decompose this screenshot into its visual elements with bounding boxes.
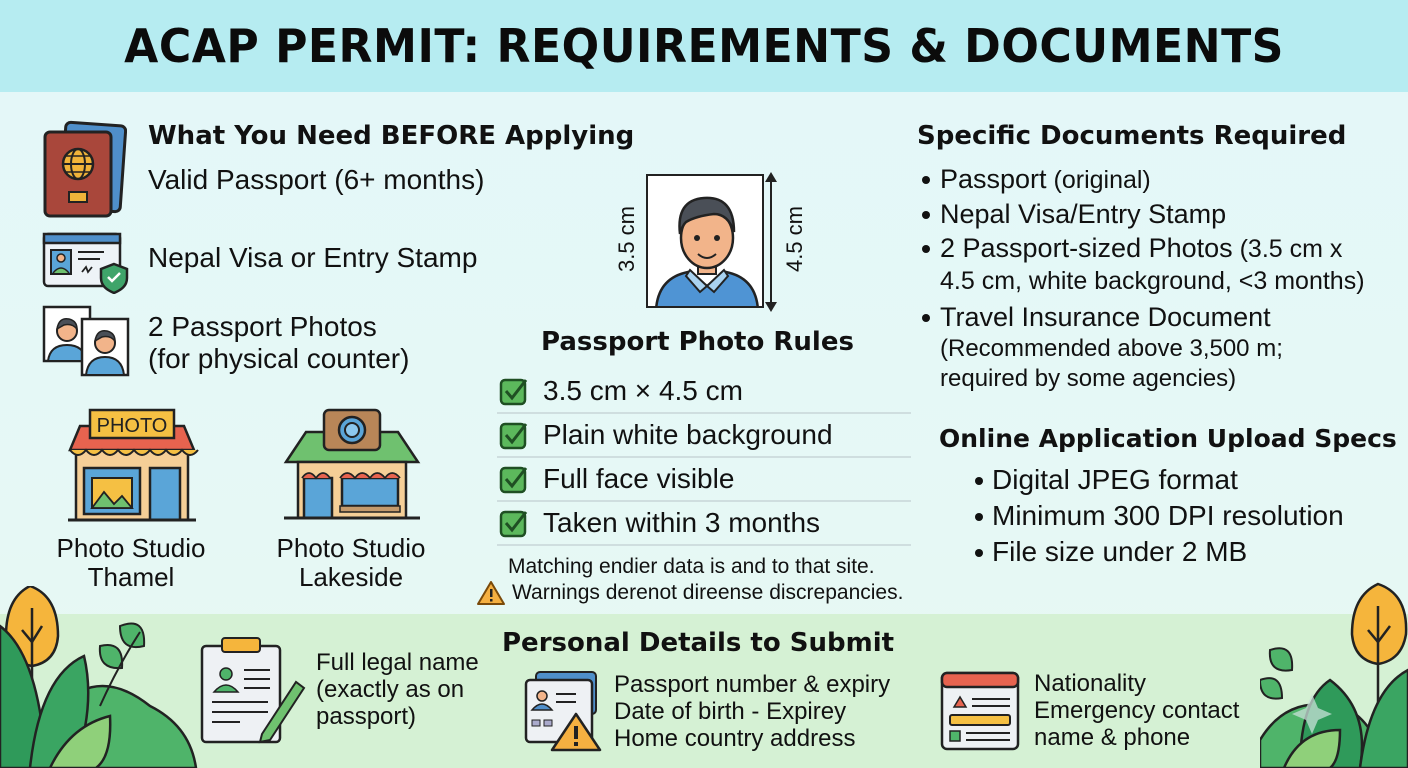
detail-line: name & phone xyxy=(1034,724,1191,751)
rule-row: Plain white background xyxy=(497,414,911,458)
spec-item: Minimum 300 DPI resolution xyxy=(972,498,1344,534)
document-item: Travel Insurance Document (Recommended ab… xyxy=(918,300,1398,394)
warning-triangle-icon xyxy=(477,581,505,605)
need-item-photos-line1: 2 Passport Photos xyxy=(148,311,377,342)
id-card-warning-icon xyxy=(524,671,602,752)
detail-line: (exactly as on xyxy=(316,675,465,703)
upload-specs-list: Digital JPEG format Minimum 300 DPI reso… xyxy=(972,462,1344,570)
photo-warning-note: Matching endier data is and to that site… xyxy=(476,554,946,606)
detail-line: Date of birth - Expirey xyxy=(614,697,847,725)
clipboard-pen-icon xyxy=(200,637,306,744)
rule-text: Taken within 3 months xyxy=(543,507,821,538)
spec-item: File size under 2 MB xyxy=(972,534,1344,570)
need-item-photos-line2: (for physical counter) xyxy=(148,343,410,374)
need-item-visa-label: Nepal Visa or Entry Stamp xyxy=(148,242,478,273)
document-item: Nepal Visa/Entry Stamp xyxy=(918,197,1398,231)
document-name: Passport xyxy=(940,164,1047,194)
person-avatar-icon xyxy=(655,196,759,306)
detail-line: Passport number & expiry xyxy=(614,670,891,698)
studio-lakeside-line2: Lakeside xyxy=(298,562,404,592)
detail-line: Home country address xyxy=(614,724,856,752)
photo-rules-list: 3.5 cm × 4.5 cm Plain white background F… xyxy=(497,370,911,546)
svg-text:PHOTO: PHOTO xyxy=(97,415,168,437)
checkbox-checked-icon xyxy=(499,510,528,538)
document-item: Passport (original) xyxy=(918,162,1398,197)
camera-shop-icon xyxy=(283,408,421,520)
spec-item: Digital JPEG format xyxy=(972,462,1344,498)
detail-line: Nationality xyxy=(1034,670,1147,697)
document-item: 2 Passport-sized Photos (3.5 cm x 4.5 cm,… xyxy=(918,231,1398,296)
rule-row: Full face visible xyxy=(497,458,911,502)
document-name: Nepal Visa/Entry Stamp xyxy=(940,199,1227,229)
photo-rules-heading: Passport Photo Rules xyxy=(541,327,854,357)
document-name: 2 Passport-sized Photos xyxy=(940,233,1233,263)
personal-details-group-3: Nationality Emergency contact name & pho… xyxy=(940,670,1239,751)
document-note: (3.5 cm x xyxy=(1232,235,1343,263)
photo-width-label: 3.5 cm xyxy=(614,205,640,273)
studio-lakeside-line1: Photo Studio xyxy=(276,533,426,563)
studio-thamel-label: Photo Studio Thamel xyxy=(31,534,231,592)
document-name: Travel Insurance Document xyxy=(940,302,1271,332)
detail-line: passport) xyxy=(316,702,417,730)
documents-heading: Specific Documents Required xyxy=(917,121,1347,151)
visa-card-icon xyxy=(42,232,129,294)
right-foliage-illustration xyxy=(1260,582,1408,768)
group-1-text: Full legal name (exactly as on passport) xyxy=(316,649,479,730)
group-2-text: Passport number & expiry Date of birth -… xyxy=(614,671,890,752)
warning-note-line1: Matching endier data is and to that site… xyxy=(508,555,875,578)
left-foliage-illustration xyxy=(0,586,198,768)
studio-thamel-line1: Photo Studio xyxy=(56,533,206,563)
document-note: (original) xyxy=(1046,166,1151,194)
checkbox-checked-icon xyxy=(499,378,528,406)
personal-details-group-1: Full legal name (exactly as on passport) xyxy=(200,634,479,744)
need-item-passport-label: Valid Passport (6+ months) xyxy=(148,164,485,195)
detail-line: Emergency contact xyxy=(1034,697,1240,724)
before-applying-heading: What You Need BEFORE Applying xyxy=(148,121,635,151)
rule-row: 3.5 cm × 4.5 cm xyxy=(497,370,911,414)
need-item-photos xyxy=(42,305,132,377)
group-3-text: Nationality Emergency contact name & pho… xyxy=(1034,670,1239,751)
need-item-passport xyxy=(43,120,127,218)
documents-list: Passport (original) Nepal Visa/Entry Sta… xyxy=(918,162,1398,394)
rule-text: Full face visible xyxy=(543,463,735,494)
photo-shop-icon: PHOTO xyxy=(68,408,199,522)
page-title: ACAP PERMIT: REQUIREMENTS & DOCUMENTS xyxy=(124,19,1284,73)
studio-thamel-line2: Thamel xyxy=(87,562,175,592)
checkbox-checked-icon xyxy=(499,466,528,494)
warning-note-line2: Warnings derenot direense discrepancies. xyxy=(512,581,904,604)
personal-details-group-2: Passport number & expiry Date of birth -… xyxy=(524,670,890,752)
need-item-visa xyxy=(42,232,132,294)
document-note-cont: required by some agencies) xyxy=(940,365,1237,392)
studio-lakeside-label: Photo Studio Lakeside xyxy=(251,534,451,592)
document-note-cont: 4.5 cm, white background, <3 months) xyxy=(940,267,1365,295)
passport-icon xyxy=(43,120,127,218)
personal-details-heading: Personal Details to Submit xyxy=(502,628,895,658)
checkbox-checked-icon xyxy=(499,422,528,450)
height-arrow-icon xyxy=(765,172,777,312)
photo-height-label: 4.5 cm xyxy=(782,205,808,273)
upload-specs-heading: Online Application Upload Specs xyxy=(939,424,1397,453)
document-note: (Recommended above 3,500 m; xyxy=(940,335,1283,362)
passport-photos-icon xyxy=(42,305,130,377)
passport-photo-sample xyxy=(646,174,764,308)
rule-row: Taken within 3 months xyxy=(497,502,911,546)
header-banner: ACAP PERMIT: REQUIREMENTS & DOCUMENTS xyxy=(0,0,1408,92)
detail-line: Full legal name xyxy=(316,648,479,676)
form-window-icon xyxy=(940,671,1020,750)
rule-text: 3.5 cm × 4.5 cm xyxy=(543,375,743,406)
rule-text: Plain white background xyxy=(543,419,833,450)
